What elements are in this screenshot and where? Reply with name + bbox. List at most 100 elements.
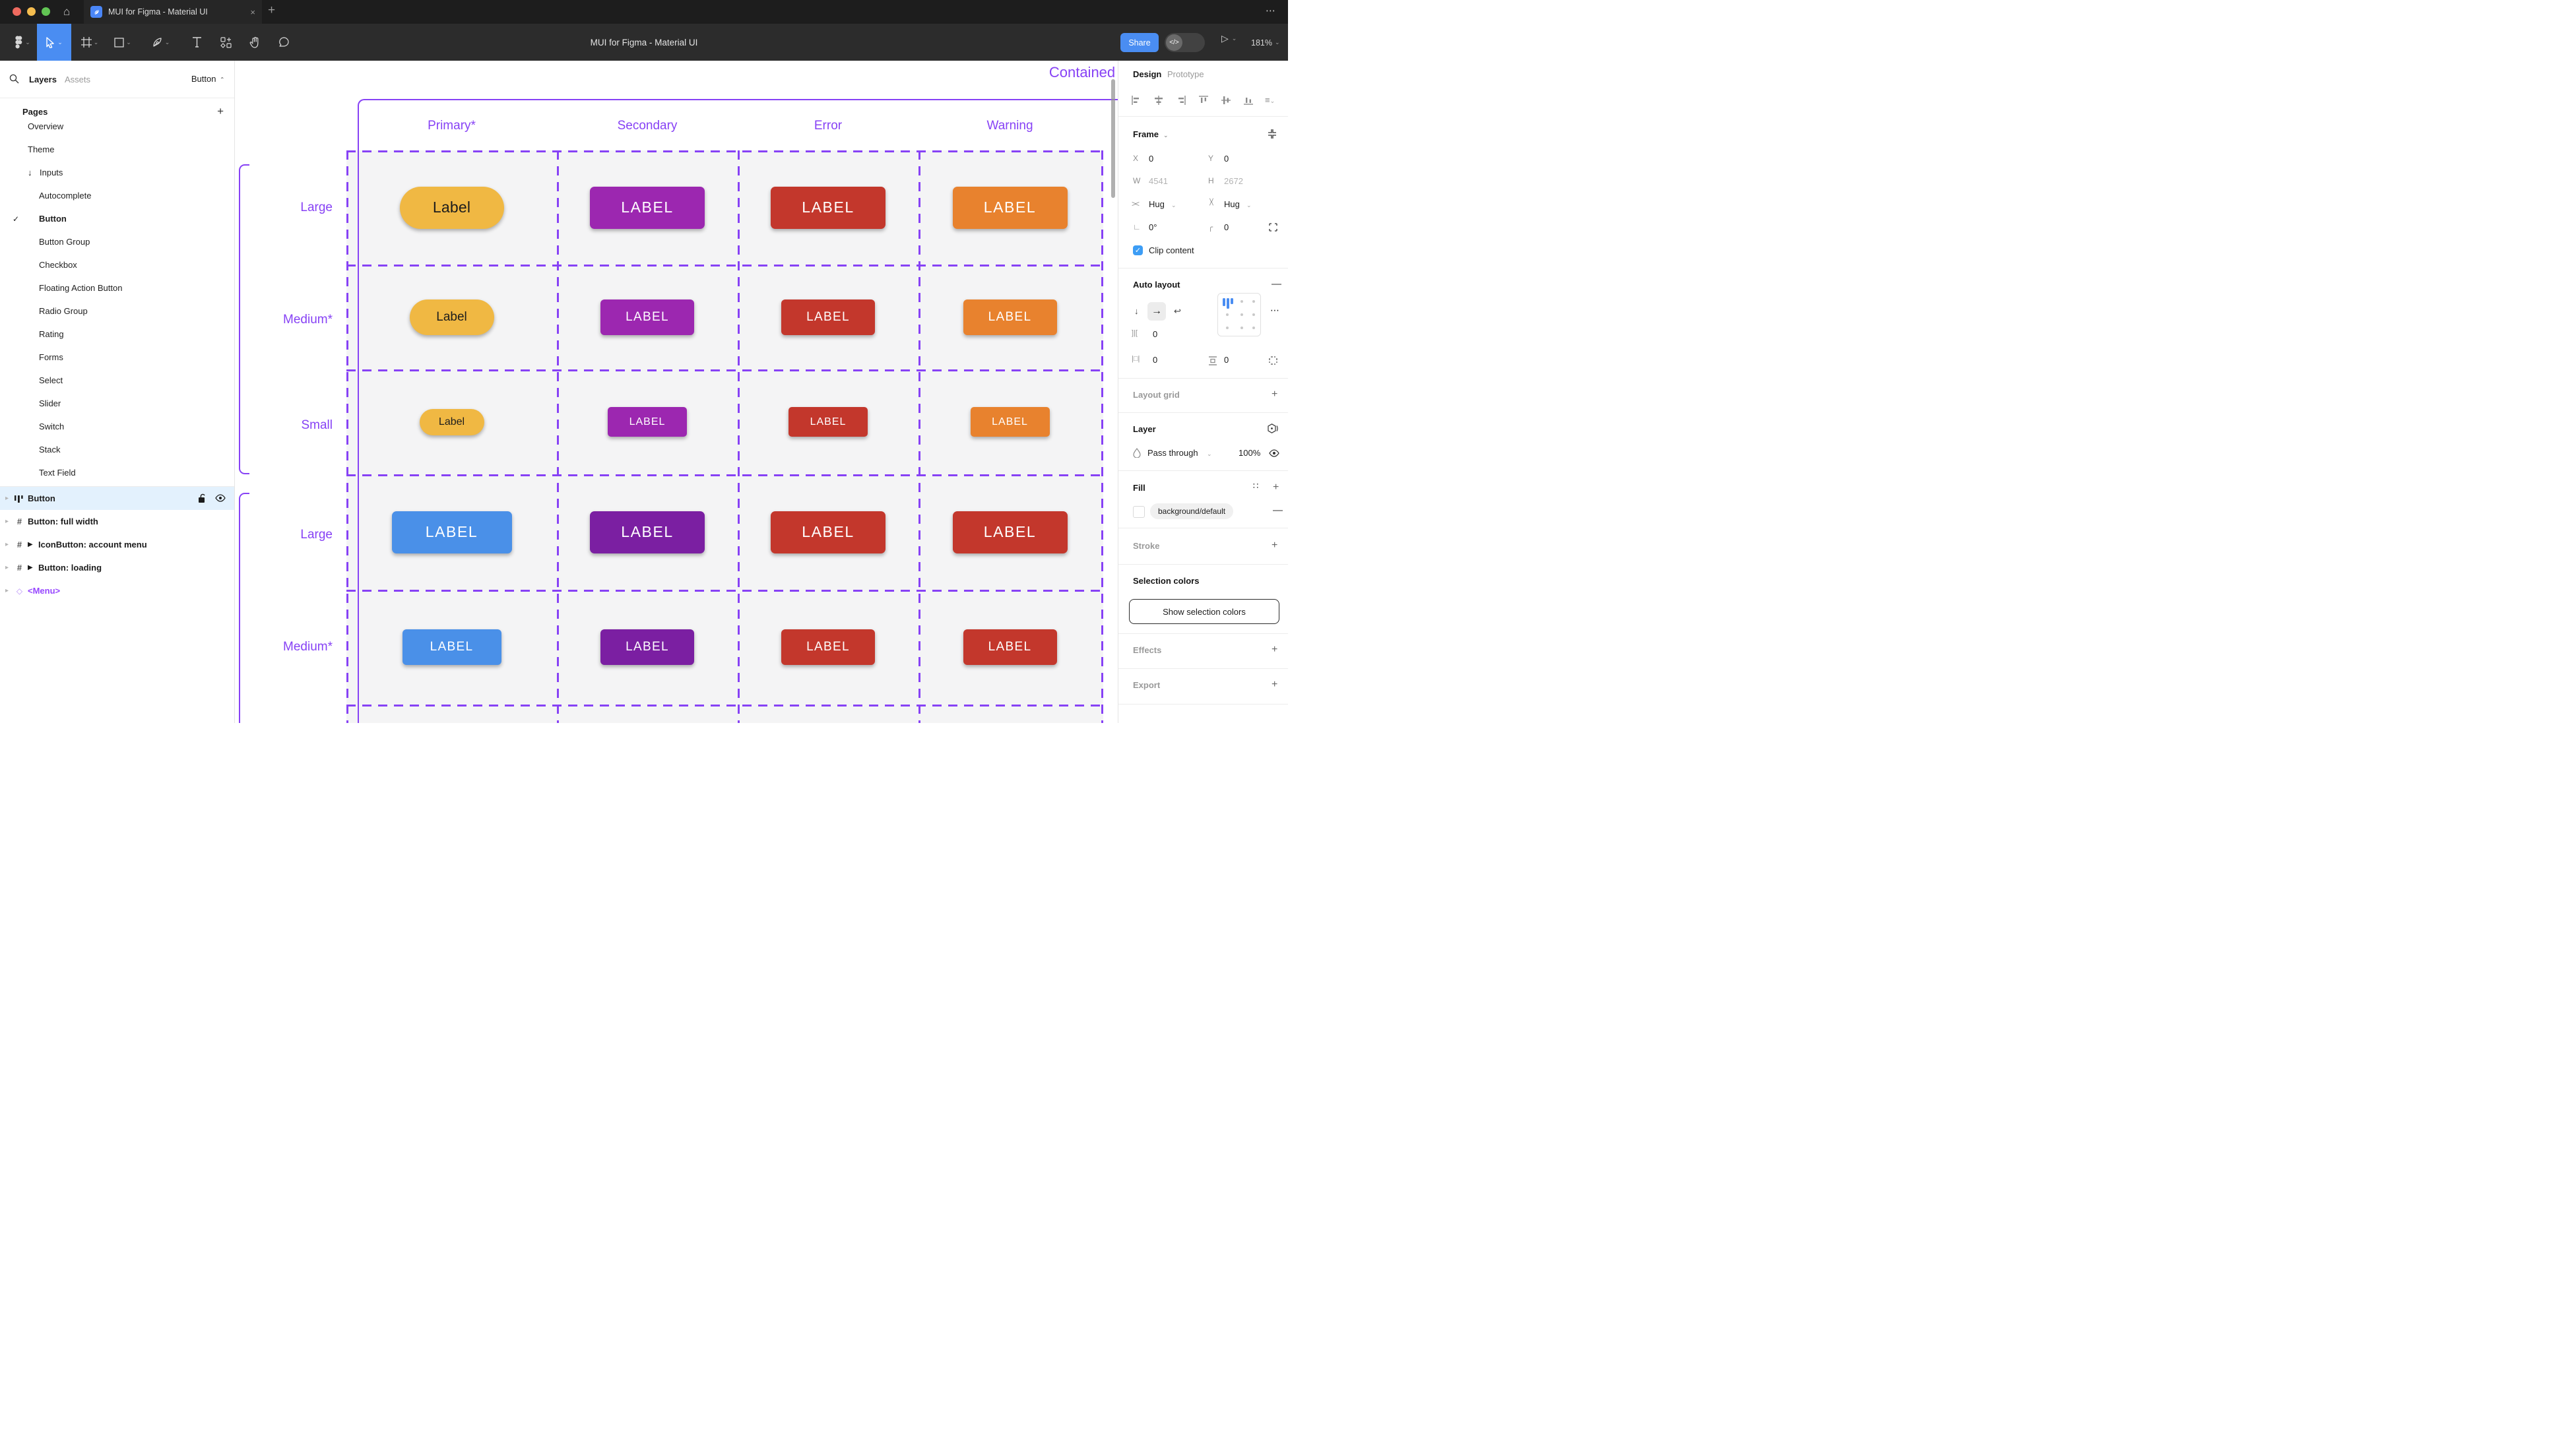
- file-tab[interactable]: MUI for Figma - Material UI ×: [84, 0, 262, 24]
- page-item-radio-group[interactable]: Radio Group: [39, 306, 88, 316]
- individual-padding-icon[interactable]: [1269, 356, 1277, 365]
- canvas[interactable]: Contained Primary* Secondary Error Warni…: [235, 61, 1118, 723]
- align-vertical-center-icon[interactable]: [1221, 96, 1231, 105]
- page-item-checkbox[interactable]: Checkbox: [39, 260, 77, 270]
- canvas-button-error-medium[interactable]: LABEL: [781, 299, 875, 335]
- hug-vertical-value[interactable]: Hug: [1224, 199, 1240, 209]
- canvas-button-warning-small[interactable]: LABEL: [970, 407, 1050, 437]
- fill-color-swatch[interactable]: [1133, 506, 1145, 518]
- frame-chevron-icon[interactable]: ⌄: [1163, 132, 1169, 139]
- layer-row-menu-instance[interactable]: ▸ ◇ <Menu>: [5, 586, 61, 596]
- align-right-icon[interactable]: [1176, 96, 1186, 105]
- auto-layout-direction-down-icon[interactable]: ↓: [1134, 306, 1139, 316]
- opacity-value[interactable]: 100%: [1239, 448, 1261, 458]
- zoom-level-dropdown[interactable]: 181% ⌄: [1251, 33, 1280, 52]
- canvas-button-error-large[interactable]: LABEL: [771, 186, 886, 229]
- y-value[interactable]: 0: [1224, 154, 1229, 164]
- rotation-value[interactable]: 0°: [1149, 222, 1157, 232]
- text-tool-button[interactable]: [183, 24, 210, 61]
- align-top-icon[interactable]: [1199, 96, 1208, 105]
- auto-layout-more-icon[interactable]: ⋯: [1270, 305, 1280, 315]
- layer-row-iconbutton-account-menu[interactable]: ▸ # ▶ IconButton: account menu: [5, 540, 147, 550]
- share-button[interactable]: Share: [1120, 33, 1159, 52]
- canvas-button-secondary-large[interactable]: LABEL: [590, 186, 705, 229]
- hug-h-chevron-icon[interactable]: ⌄: [1171, 202, 1176, 208]
- add-page-button[interactable]: +: [217, 105, 224, 117]
- shrink-to-fit-icon[interactable]: [1268, 129, 1277, 139]
- frame-section-title[interactable]: Frame: [1133, 129, 1159, 139]
- frame-tool-button[interactable]: ⌄: [75, 24, 104, 61]
- x-value[interactable]: 0: [1149, 154, 1154, 164]
- remove-fill-button[interactable]: —: [1273, 505, 1283, 516]
- close-tab-icon[interactable]: ×: [250, 7, 255, 17]
- gap-value[interactable]: 0: [1153, 329, 1158, 339]
- page-item-button[interactable]: ✓ Button: [13, 214, 67, 224]
- canvas-button-warning-medium[interactable]: LABEL: [963, 299, 1057, 335]
- independent-corners-icon[interactable]: [1269, 223, 1277, 232]
- page-item-button-group[interactable]: Button Group: [39, 237, 90, 247]
- auto-layout-alignment-widget[interactable]: [1217, 293, 1261, 336]
- disclosure-icon[interactable]: ▸: [5, 541, 9, 548]
- add-effect-button[interactable]: +: [1272, 644, 1278, 655]
- tab-assets[interactable]: Assets: [65, 75, 91, 84]
- distribute-menu-icon[interactable]: ≡⌄: [1265, 95, 1275, 105]
- canvas-button-primary-small[interactable]: Label: [419, 408, 484, 435]
- main-menu-button[interactable]: ⌄: [8, 24, 36, 61]
- add-layout-grid-button[interactable]: +: [1272, 389, 1278, 400]
- canvas-button-secondary-large-2[interactable]: LABEL: [590, 511, 705, 553]
- zoom-window-traffic-light[interactable]: [42, 7, 50, 16]
- blend-mode-icon[interactable]: [1268, 424, 1278, 433]
- fill-styles-icon[interactable]: ∷: [1253, 481, 1259, 491]
- auto-layout-wrap-icon[interactable]: ↩: [1174, 306, 1181, 316]
- page-item-overview[interactable]: Overview: [28, 121, 64, 131]
- shape-tool-button[interactable]: ⌄: [108, 24, 137, 61]
- tab-layers[interactable]: Layers: [29, 75, 57, 84]
- canvas-button-error-small[interactable]: LABEL: [789, 407, 868, 437]
- add-fill-button[interactable]: +: [1273, 482, 1279, 493]
- canvas-button-error-large-2[interactable]: LABEL: [771, 511, 886, 553]
- page-item-select[interactable]: Select: [39, 375, 63, 385]
- visibility-eye-icon[interactable]: [215, 494, 226, 502]
- resources-tool-button[interactable]: [212, 24, 239, 61]
- align-bottom-icon[interactable]: [1244, 96, 1253, 105]
- add-stroke-button[interactable]: +: [1272, 540, 1278, 551]
- page-item-stack[interactable]: Stack: [39, 445, 61, 455]
- canvas-button-warning-medium-2[interactable]: LABEL: [963, 629, 1057, 665]
- window-more-menu-icon[interactable]: ⋯: [1266, 5, 1276, 16]
- page-item-inputs[interactable]: ↓ Inputs: [28, 168, 63, 177]
- layer-row-button-loading[interactable]: ▸ # ▶ Button: loading: [5, 563, 102, 573]
- disclosure-icon[interactable]: ▸: [5, 564, 9, 571]
- tab-design[interactable]: Design: [1133, 69, 1162, 79]
- canvas-button-warning-large-2[interactable]: LABEL: [952, 511, 1068, 553]
- comment-tool-button[interactable]: [271, 24, 297, 61]
- page-item-autocomplete[interactable]: Autocomplete: [39, 191, 92, 201]
- canvas-button-primary-large-2[interactable]: LABEL: [391, 511, 512, 553]
- frame-title-contained[interactable]: Contained: [1048, 64, 1116, 80]
- page-item-floating-action-button[interactable]: Floating Action Button: [39, 283, 123, 293]
- unlock-icon[interactable]: [198, 493, 207, 503]
- search-icon[interactable]: [9, 74, 19, 84]
- align-horizontal-center-icon[interactable]: [1154, 96, 1163, 105]
- page-item-switch[interactable]: Switch: [39, 422, 65, 431]
- present-button[interactable]: ▷ ⌄: [1221, 33, 1237, 44]
- canvas-button-secondary-small[interactable]: LABEL: [608, 407, 687, 437]
- hug-v-chevron-icon[interactable]: ⌄: [1246, 202, 1252, 208]
- fill-token-chip[interactable]: background/default: [1150, 503, 1234, 519]
- new-tab-button[interactable]: +: [268, 3, 276, 17]
- add-export-button[interactable]: +: [1272, 679, 1278, 690]
- clip-content-checkbox[interactable]: ✓: [1133, 245, 1143, 255]
- canvas-button-secondary-medium[interactable]: LABEL: [600, 299, 694, 335]
- horizontal-padding-value[interactable]: 0: [1153, 355, 1158, 365]
- canvas-button-primary-medium[interactable]: Label: [409, 299, 494, 335]
- canvas-button-primary-large[interactable]: Label: [399, 186, 504, 229]
- hug-horizontal-value[interactable]: Hug: [1149, 199, 1165, 209]
- hand-tool-button[interactable]: [242, 24, 268, 61]
- layer-row-button[interactable]: ▸ Button: [0, 487, 234, 510]
- canvas-button-error-medium-2[interactable]: LABEL: [781, 629, 875, 665]
- tab-prototype[interactable]: Prototype: [1167, 69, 1204, 79]
- canvas-button-secondary-medium-2[interactable]: LABEL: [600, 629, 694, 665]
- width-value[interactable]: 4541: [1149, 176, 1168, 186]
- page-item-rating[interactable]: Rating: [39, 329, 64, 339]
- align-left-icon[interactable]: [1132, 96, 1141, 105]
- disclosure-icon[interactable]: ▸: [5, 587, 9, 594]
